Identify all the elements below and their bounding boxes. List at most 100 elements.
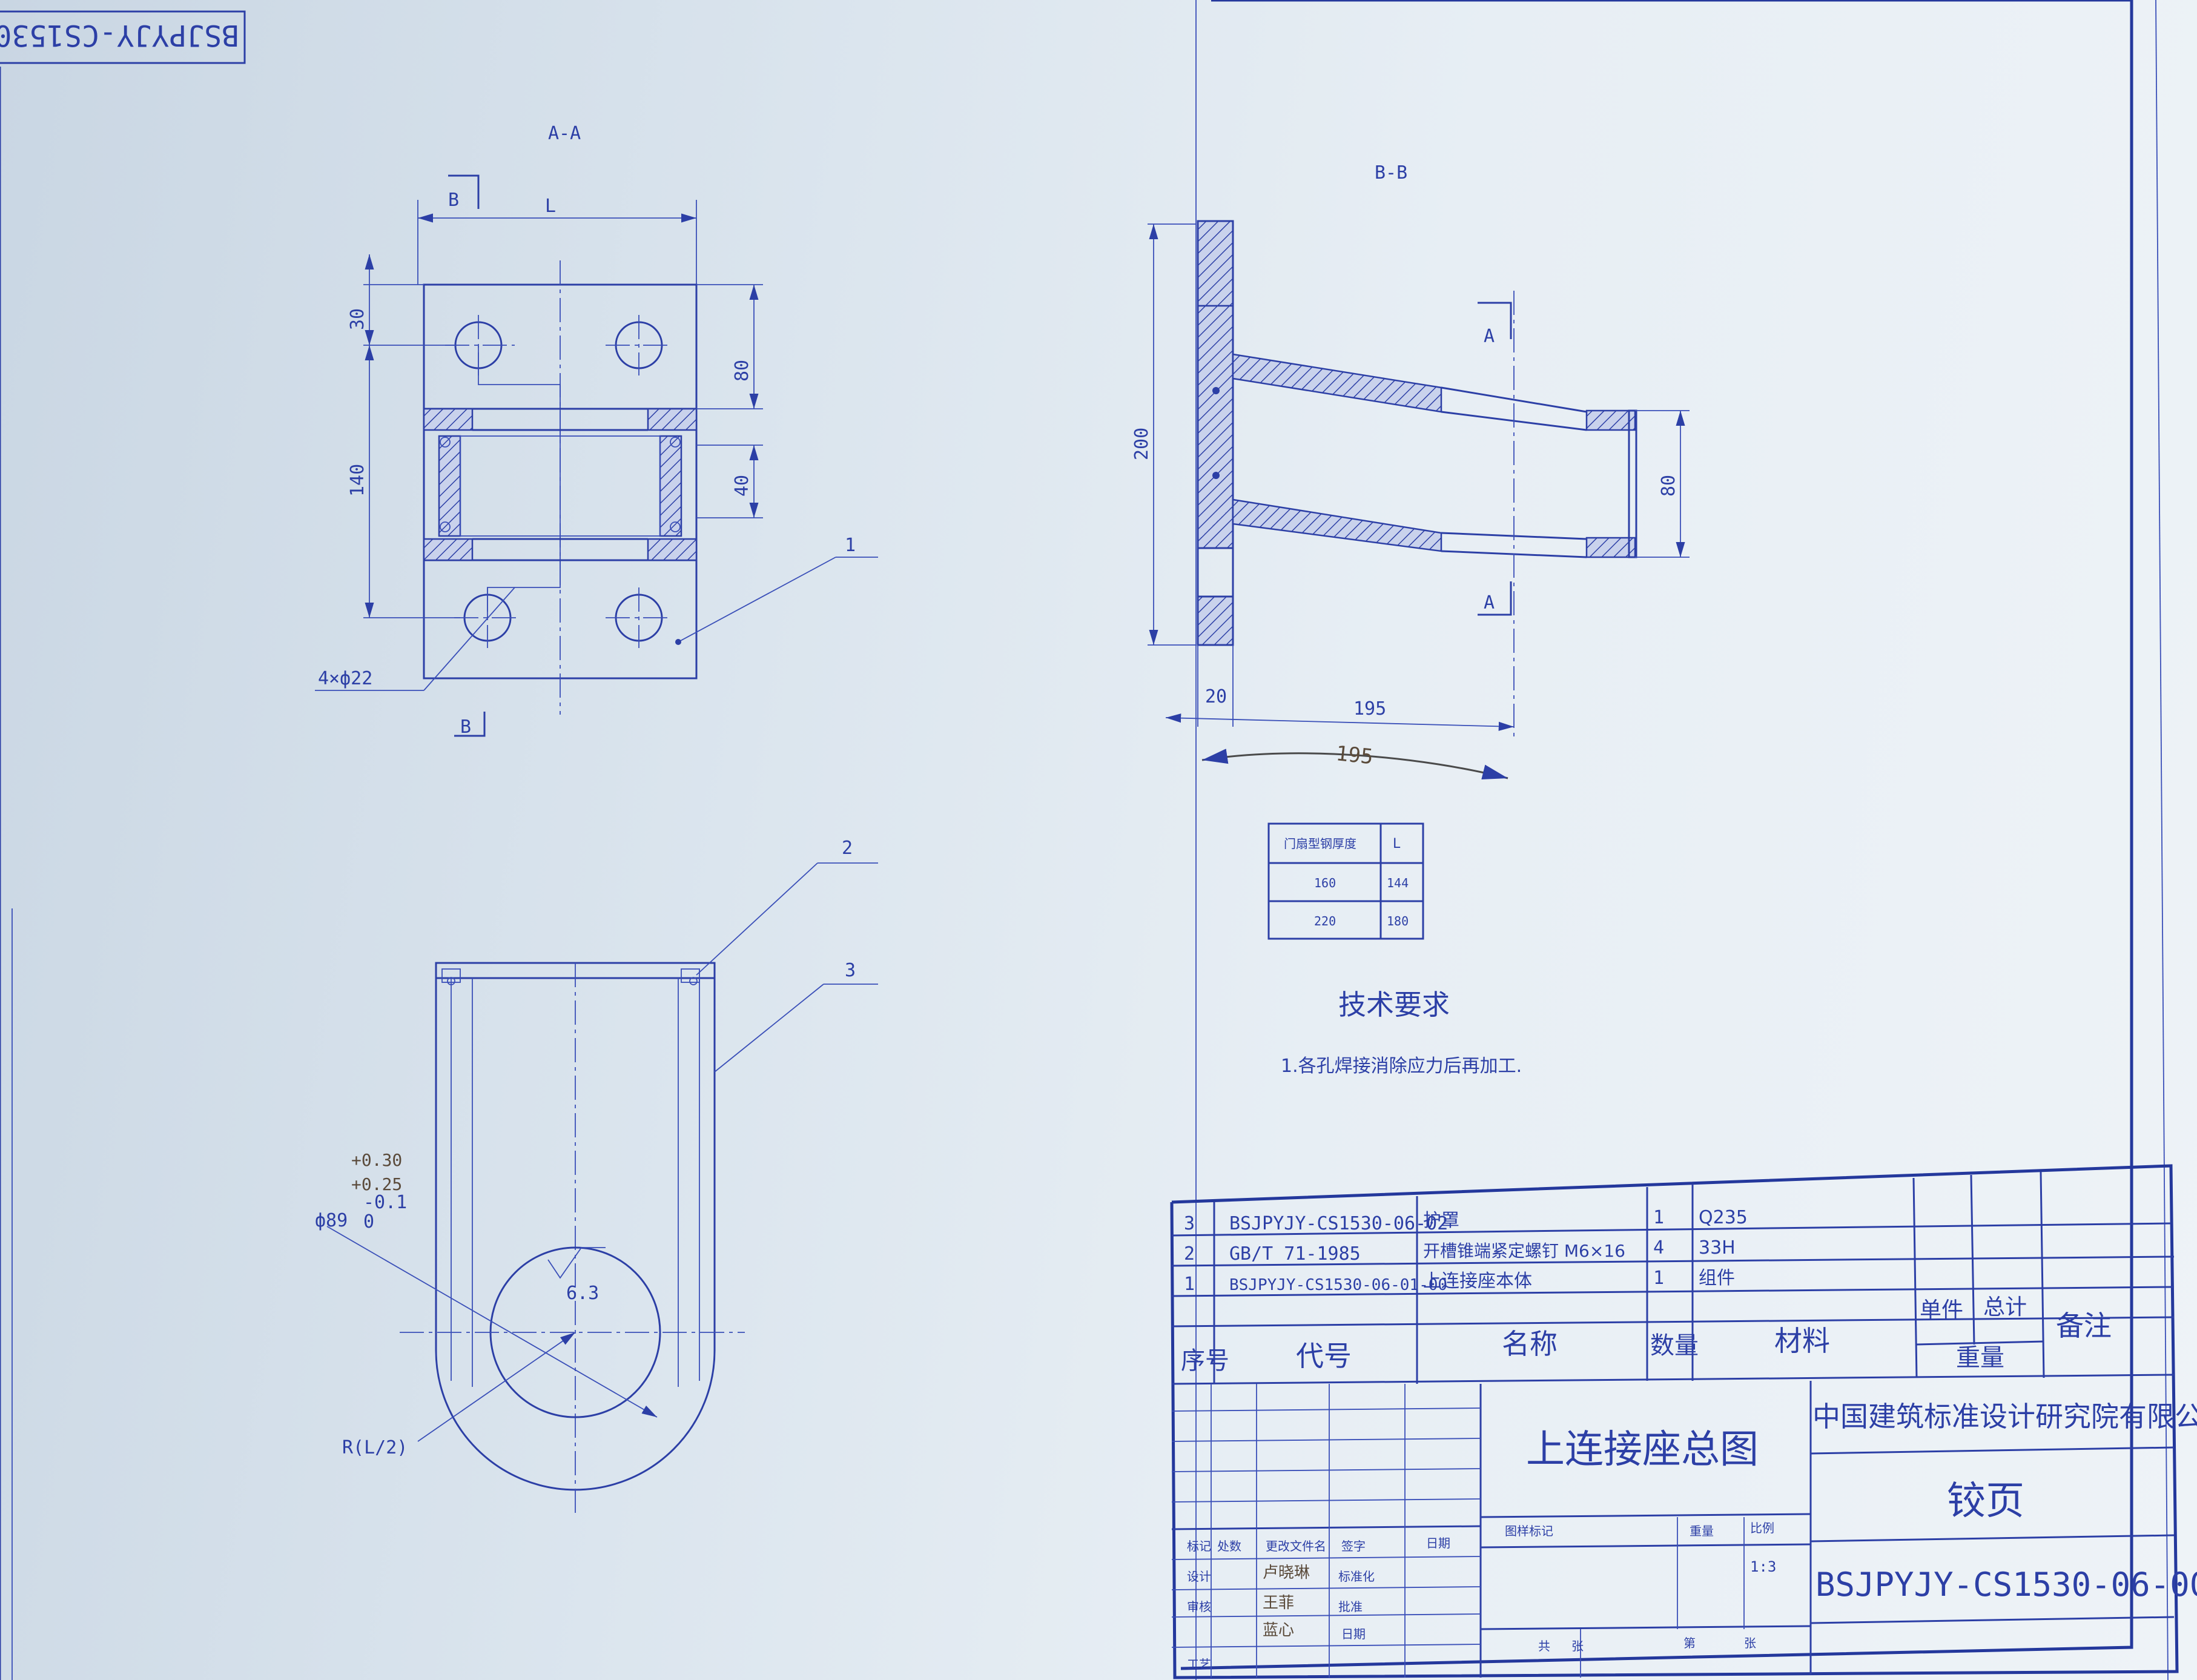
svg-text:名称: 名称 <box>1502 1328 1558 1360</box>
scale: 1:3 <box>1750 1558 1776 1575</box>
dim-bb-80: 80 <box>1658 475 1679 497</box>
mounting-holes <box>445 315 672 648</box>
balloon-3: 3 <box>845 960 856 981</box>
svg-text:批准: 批准 <box>1338 1599 1363 1614</box>
drawing-number: BSJPYJY-CS1530-06-00 <box>1815 1566 2197 1604</box>
svg-text:1: 1 <box>1184 1274 1195 1295</box>
dim-195: 195 <box>1353 698 1386 719</box>
size-table-header-1: L <box>1393 836 1401 852</box>
svg-text:张: 张 <box>1744 1636 1756 1650</box>
svg-text:单件: 单件 <box>1920 1298 1963 1323</box>
size-table-cell: 160 <box>1314 876 1336 890</box>
svg-text:材料: 材料 <box>1774 1324 1830 1357</box>
cut-mark-bottom <box>454 712 486 737</box>
dim-l: L <box>545 196 556 217</box>
dim-holes: 4×ф22 <box>318 668 372 689</box>
drawing-title: 上连接座总图 <box>1526 1427 1759 1472</box>
svg-text:设计: 设计 <box>1187 1569 1211 1584</box>
svg-text:序号: 序号 <box>1181 1347 1229 1375</box>
svg-text:比例: 比例 <box>1750 1521 1774 1535</box>
tech-req-title: 技术要求 <box>1338 988 1450 1021</box>
cut-b-bottom: B <box>460 716 471 738</box>
box-section <box>423 408 698 561</box>
dim-40: 40 <box>732 475 753 497</box>
svg-text:代号: 代号 <box>1296 1340 1352 1372</box>
svg-text:护罩: 护罩 <box>1423 1210 1459 1231</box>
svg-text:3: 3 <box>1184 1213 1195 1234</box>
svg-text:第: 第 <box>1683 1636 1696 1650</box>
svg-text:Q235: Q235 <box>1699 1207 1748 1228</box>
svg-text:图样标记: 图样标记 <box>1505 1524 1553 1538</box>
balloon-1: 1 <box>845 535 856 556</box>
svg-text:组件: 组件 <box>1699 1268 1735 1289</box>
svg-text:共: 共 <box>1538 1639 1550 1653</box>
svg-text:总计: 总计 <box>1983 1295 2027 1320</box>
svg-text:张: 张 <box>1571 1639 1584 1653</box>
size-table-cell: 180 <box>1387 914 1409 928</box>
bom-header: 序号 代号 名称 数量 材料 单件 总计 重量 备注 <box>1181 1295 2112 1375</box>
company-name: 中国建筑标准设计研究院有限公司 <box>1812 1400 2197 1433</box>
dim-radius: R(L/2) <box>342 1437 408 1458</box>
svg-text:1: 1 <box>1653 1207 1664 1228</box>
svg-text:GB/T 71-1985: GB/T 71-1985 <box>1229 1243 1361 1265</box>
svg-text:日期: 日期 <box>1426 1536 1450 1550</box>
cover-view: ф89 -0.1 0 +0.30 +0.25 6.3 R(L/2) 2 3 <box>315 838 878 1514</box>
bom-row: 2 GB/T 71-1985 开槽锥端紧定螺钉 M6×16 4 33H <box>1184 1237 1736 1265</box>
dim-80: 80 <box>732 360 753 382</box>
dim-200: 200 <box>1131 428 1152 460</box>
cut-a-bottom: A <box>1484 592 1495 613</box>
svg-text:2: 2 <box>1184 1243 1195 1265</box>
roughness: 6.3 <box>566 1283 599 1304</box>
svg-text:开槽锥端紧定螺钉 M6×16: 开槽锥端紧定螺钉 M6×16 <box>1423 1241 1625 1261</box>
size-table-header-0: 门扇型钢厚度 <box>1284 836 1356 851</box>
svg-text:数量: 数量 <box>1650 1332 1699 1360</box>
cut-b-top: B <box>448 190 459 211</box>
size-table-cell: 144 <box>1387 876 1409 890</box>
signature: 卢晓琳 <box>1263 1564 1310 1582</box>
cover-outline <box>435 962 716 1491</box>
hand-tol-1: +0.30 <box>351 1150 402 1170</box>
svg-text:33H: 33H <box>1699 1237 1736 1258</box>
right-border <box>1180 0 2133 1670</box>
section-bb-label: B-B <box>1375 162 1407 184</box>
dim-195-hand: 195 <box>1335 741 1374 769</box>
section-aa-label: A-A <box>548 123 581 144</box>
dim-bore: ф89 <box>315 1210 348 1231</box>
flange-mid <box>1197 305 1234 549</box>
outer-border <box>2155 0 2169 1680</box>
signature: 蓝心 <box>1263 1621 1294 1639</box>
dim-20: 20 <box>1205 686 1227 707</box>
dim-30: 30 <box>347 308 368 330</box>
svg-text:标记: 标记 <box>1187 1539 1211 1553</box>
dim-140: 140 <box>347 464 368 497</box>
svg-text:4: 4 <box>1653 1237 1664 1258</box>
dim-tol-upper: -0.1 <box>363 1192 407 1213</box>
svg-text:签字: 签字 <box>1341 1539 1366 1553</box>
signature: 王菲 <box>1263 1594 1294 1612</box>
svg-text:重量: 重量 <box>1690 1524 1714 1538</box>
svg-text:重量: 重量 <box>1956 1344 2004 1372</box>
tech-req-item-1: 1.各孔焊接消除应力后再加工. <box>1281 1056 1522 1077</box>
svg-text:BSJPYJY-CS1530-06-01-00: BSJPYJY-CS1530-06-01-00 <box>1229 1276 1447 1294</box>
section-aa-view: A-A B B L <box>315 123 878 738</box>
svg-text:处数: 处数 <box>1217 1539 1241 1553</box>
cut-a-top: A <box>1484 326 1495 347</box>
technical-requirements: 技术要求 1.各孔焊接消除应力后再加工. <box>1281 988 1522 1077</box>
title-block: 3 BSJPYJY-CS1530-06-02 护罩 1 Q235 2 GB/T … <box>1170 1164 2197 1679</box>
flange-top <box>1197 220 1234 307</box>
size-table: 门扇型钢厚度 L 160 144 220 180 <box>1267 822 1424 940</box>
svg-text:BSJPYJY-CS1530-06-02: BSJPYJY-CS1530-06-02 <box>1229 1213 1448 1234</box>
balloon-2: 2 <box>842 838 853 859</box>
svg-text:更改文件名: 更改文件名 <box>1266 1539 1326 1553</box>
svg-text:工艺: 工艺 <box>1187 1657 1211 1672</box>
corner-stamp: BSJPYJY-CS1530-06- <box>0 10 246 64</box>
corner-stamp-text: BSJPYJY-CS1530-06- <box>0 18 239 52</box>
dim-tol-lower: 0 <box>363 1211 374 1232</box>
svg-text:日期: 日期 <box>1341 1627 1366 1641</box>
svg-text:备注: 备注 <box>2056 1309 2112 1342</box>
bom-row: 1 BSJPYJY-CS1530-06-01-00 上连接座本体 1 组件 <box>1184 1268 1735 1295</box>
section-bb-view: B-B A A 200 80 <box>1131 162 1690 780</box>
bom-row: 3 BSJPYJY-CS1530-06-02 护罩 1 Q235 <box>1184 1207 1748 1234</box>
